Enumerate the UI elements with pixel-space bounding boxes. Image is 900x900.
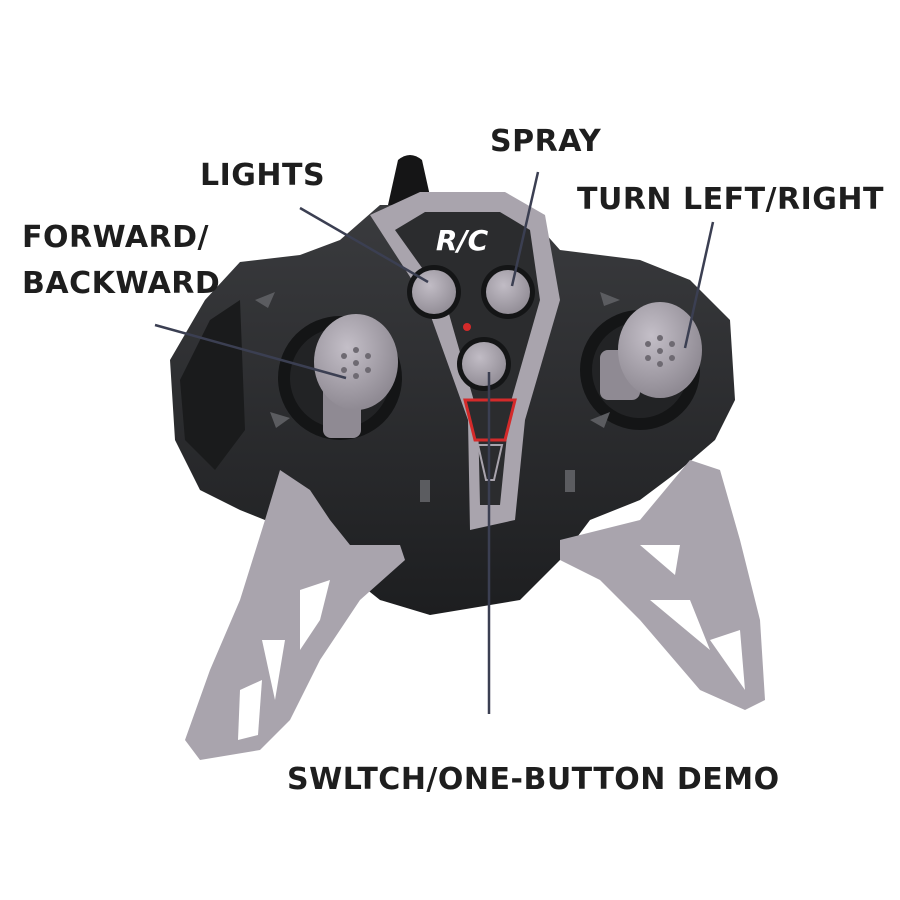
label-spray: SPRAY — [490, 124, 602, 159]
right-grip — [560, 460, 765, 710]
label-backward: BACKWARD — [22, 266, 221, 301]
switch-button[interactable] — [457, 337, 511, 391]
spray-button[interactable] — [481, 265, 535, 319]
left-grip — [185, 470, 405, 760]
label-turn-left-right: TURN LEFT/RIGHT — [577, 182, 884, 217]
label-switch-demo: SWLTCH/ONE-BUTTON DEMO — [287, 762, 780, 797]
right-joystick[interactable] — [600, 302, 702, 400]
rc-logo: R/C — [436, 224, 489, 257]
label-lights: LIGHTS — [200, 158, 326, 193]
label-forward: FORWARD/ — [22, 220, 210, 255]
lights-button[interactable] — [407, 265, 461, 319]
